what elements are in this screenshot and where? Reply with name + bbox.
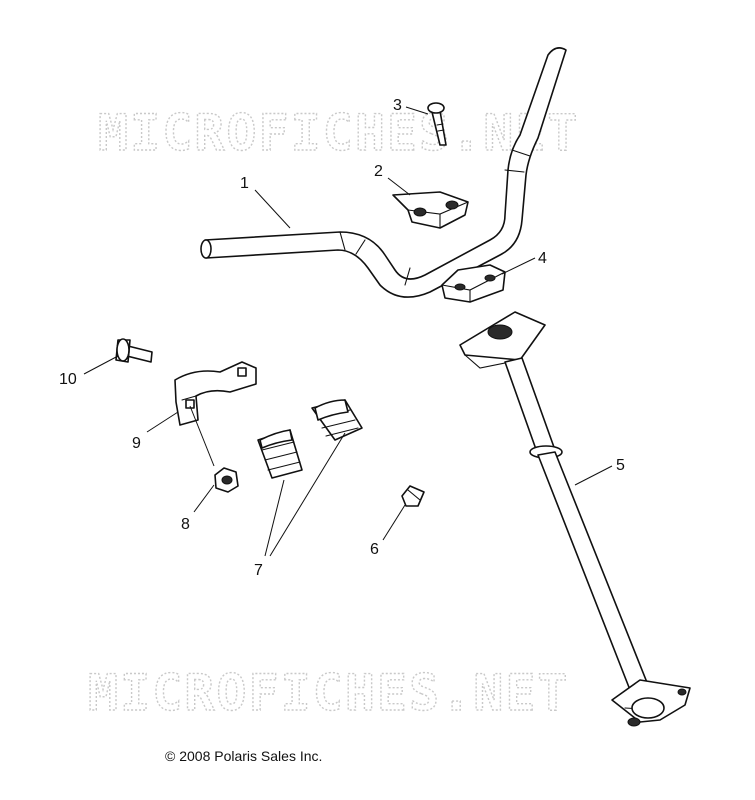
leader-9 <box>146 411 179 433</box>
leader-10 <box>83 355 119 375</box>
callout-1: 1 <box>240 175 249 192</box>
callout-4: 4 <box>538 250 547 267</box>
callout-10: 10 <box>59 371 77 388</box>
callout-2: 2 <box>374 163 383 180</box>
copyright-text: © 2008 Polaris Sales Inc. <box>165 748 322 764</box>
callout-6: 6 <box>370 541 379 558</box>
clamp-lower-part-4 <box>441 264 506 303</box>
callout-8: 8 <box>181 516 190 533</box>
bolt-part-3 <box>427 102 447 146</box>
leader-5 <box>574 465 613 486</box>
clamp-upper-part-2 <box>392 191 469 229</box>
leader-4 <box>501 257 536 275</box>
leader-9-nut <box>189 405 215 467</box>
bushing-left-part-7 <box>257 429 303 479</box>
callout-7: 7 <box>254 562 263 579</box>
callout-5: 5 <box>616 457 625 474</box>
leader-7a <box>264 479 285 557</box>
nut-part-8 <box>214 467 239 493</box>
leader-3 <box>405 106 429 115</box>
callout-9: 9 <box>132 435 141 452</box>
callout-3: 3 <box>393 97 402 114</box>
fitting-part-6 <box>401 485 425 507</box>
leader-2 <box>387 177 411 196</box>
leader-7b <box>269 432 346 557</box>
bushing-right-part-7 <box>311 399 363 441</box>
leader-6 <box>382 504 406 541</box>
bracket-part-9 <box>174 361 257 426</box>
handlebar-part-1 <box>200 47 567 298</box>
steering-post-part-5 <box>459 311 691 727</box>
leader-8 <box>193 484 215 513</box>
watermark-bottom: MICROFICHES.NET <box>88 664 570 722</box>
watermark-top: MICROFICHES.NET <box>98 104 580 162</box>
leader-1 <box>254 189 291 229</box>
bolt-part-10 <box>115 338 153 363</box>
